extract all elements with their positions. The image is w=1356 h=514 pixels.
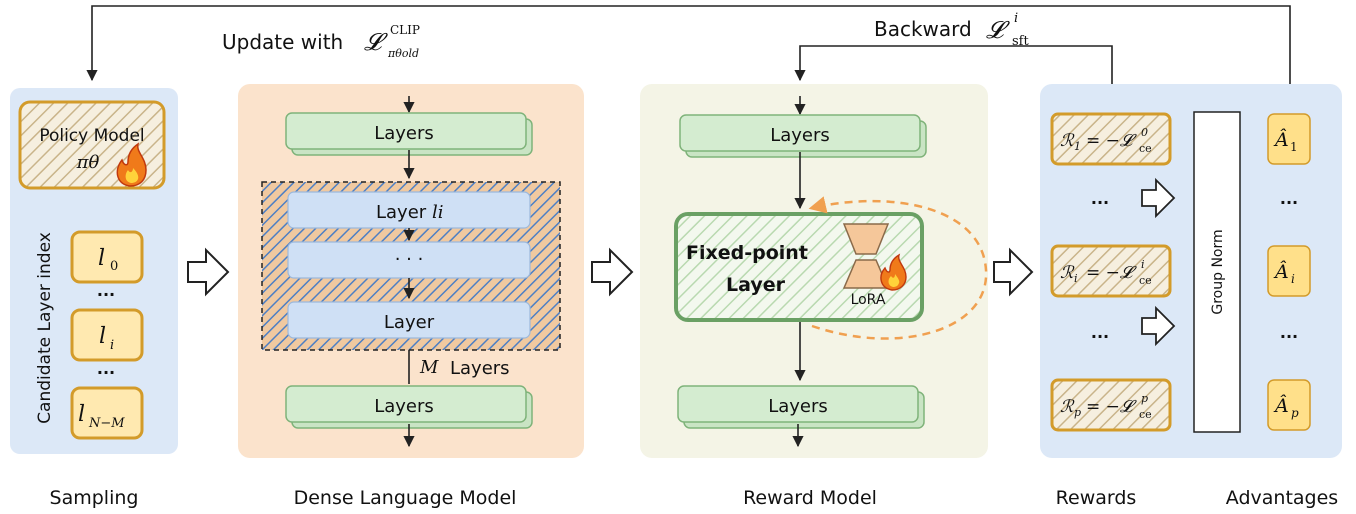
reward-ri-lhs: ℛ <box>1060 263 1075 283</box>
index-lnm-box[interactable] <box>70 386 144 440</box>
reward-model-panel: Layers Fixed-point Layer LoRA Layers <box>640 84 988 458</box>
block-arrow-1 <box>187 247 230 297</box>
layer-plain-box[interactable] <box>287 301 531 339</box>
reward-ri-lsub: i <box>1074 272 1078 285</box>
update-symbol: 𝓛 <box>364 28 388 56</box>
reward-r1-lsub: 1 <box>1074 140 1081 153</box>
caption-reward-model: Reward Model <box>743 487 877 509</box>
group-norm-label: Group Norm <box>1210 229 1226 314</box>
fire-icon <box>116 142 147 187</box>
index-li-sub: i <box>110 338 114 353</box>
reward-r1-rsub: ce <box>1139 142 1152 155</box>
index-l0-base: l <box>98 246 105 271</box>
fixed-point-line1: Fixed-point <box>686 242 808 264</box>
index-ellipsis-1: ... <box>97 281 115 300</box>
reward-r1-box[interactable] <box>1050 112 1172 166</box>
advantage-ap-box[interactable] <box>1267 379 1311 431</box>
reward-r1-rhs: = −𝓛 <box>1086 131 1137 151</box>
layer-li-symbol: li <box>432 202 444 223</box>
block-arrow-2 <box>591 247 634 297</box>
sampling-panel: Policy Model πθ Candidate Layer index l … <box>10 88 178 454</box>
dense-top-layers-label: Layers <box>374 123 434 144</box>
layer-li-text: Layer <box>376 202 427 223</box>
reward-ri-rsub: ce <box>1139 274 1152 287</box>
policy-symbol: πθ <box>76 152 100 173</box>
caption-advantages: Advantages <box>1226 487 1338 509</box>
reward-top-layers-box[interactable] <box>679 114 921 152</box>
index-li-base: l <box>99 324 106 349</box>
reward-top-layers-label: Layers <box>770 125 830 146</box>
group-norm-box[interactable] <box>1193 111 1241 433</box>
advantage-ai-base: Â <box>1273 260 1289 283</box>
candidate-index-label: Candidate Layer index <box>35 232 55 424</box>
backward-symbol: 𝓛 <box>986 16 1010 44</box>
advantage-ai-box[interactable] <box>1267 245 1311 297</box>
reward-ellipsis-1: ... <box>1091 189 1109 208</box>
advantage-ellipsis-2: ... <box>1280 323 1298 342</box>
advantage-ai-sub: i <box>1291 272 1295 286</box>
dense-bottom-layers-box[interactable] <box>285 385 527 423</box>
reward-ellipsis-2: ... <box>1091 323 1109 342</box>
reward-r1-lhs: ℛ <box>1060 131 1075 151</box>
index-l0-box[interactable] <box>70 230 144 284</box>
backward-sub: sft <box>1012 34 1029 49</box>
rewards-advantages-panel: ℛ 1 = −𝓛 0 ce ... ℛ i = −𝓛 i ce ... ℛ p … <box>1040 84 1342 458</box>
group-arrow-2 <box>1141 305 1176 347</box>
reward-bottom-layers-label: Layers <box>768 396 828 417</box>
fixed-point-line2: Layer <box>726 274 786 296</box>
layer-dots: · · · <box>395 249 424 270</box>
advantage-a1-sub: 1 <box>1290 140 1298 154</box>
advantage-a1-box[interactable] <box>1267 113 1311 165</box>
index-l0-sub: 0 <box>110 259 118 274</box>
reward-rp-rsub: ce <box>1139 408 1152 421</box>
backward-prefix: Backward <box>874 17 972 41</box>
group-arrow-1 <box>1141 177 1176 219</box>
lora-label: LoRA <box>851 292 886 308</box>
backward-sup: i <box>1014 11 1018 26</box>
policy-model-title: Policy Model <box>39 126 144 146</box>
reward-rp-rsup: p <box>1141 392 1148 405</box>
index-lnm-base: l <box>78 402 85 427</box>
reward-rp-lsub: p <box>1074 406 1081 419</box>
advantage-ap-sub: p <box>1291 406 1299 420</box>
captions: Sampling Dense Language Model Reward Mod… <box>50 487 1339 509</box>
index-ellipsis-2: ... <box>97 359 115 378</box>
m-layers-text: Layers <box>450 358 510 379</box>
update-prefix: Update with <box>222 30 343 54</box>
reward-r1-rsup: 0 <box>1141 126 1148 139</box>
caption-rewards: Rewards <box>1056 487 1137 509</box>
update-sub: πθold <box>387 47 419 60</box>
caption-sampling: Sampling <box>50 487 139 509</box>
update-label: Update with 𝓛 CLIP πθold <box>222 23 420 60</box>
layer-plain-label: Layer <box>384 312 435 333</box>
reward-ri-rhs: = −𝓛 <box>1086 263 1137 283</box>
m-symbol: M <box>419 357 439 378</box>
index-li-box[interactable] <box>70 308 144 362</box>
dense-model-panel: Layers Layer li · · · Layer M Layers Lay… <box>238 84 584 458</box>
reward-rp-box[interactable] <box>1050 378 1172 432</box>
reward-rp-lhs: ℛ <box>1060 397 1075 417</box>
dense-bottom-layers-label: Layers <box>374 396 434 417</box>
dense-top-layers-box[interactable] <box>285 112 527 150</box>
fixed-point-loop-arrow <box>808 196 988 340</box>
reward-ri-rsup: i <box>1141 258 1145 271</box>
backward-feedback-line <box>794 45 1113 110</box>
advantage-a1-base: Â <box>1273 128 1289 151</box>
reward-bottom-layers-box[interactable] <box>677 385 919 423</box>
update-sup: CLIP <box>390 23 420 37</box>
lora-fire-icon <box>880 253 907 291</box>
update-feedback-line <box>86 5 1291 110</box>
reward-rp-rhs: = −𝓛 <box>1086 397 1137 417</box>
block-arrow-3 <box>993 247 1034 297</box>
reward-ri-box[interactable] <box>1050 244 1172 298</box>
index-lnm-sub: N−M <box>88 416 125 431</box>
caption-dense-model: Dense Language Model <box>294 487 517 509</box>
advantage-ellipsis-1: ... <box>1280 189 1298 208</box>
advantage-ap-base: Â <box>1273 394 1289 417</box>
backward-label: Backward 𝓛 i sft <box>874 11 1029 49</box>
